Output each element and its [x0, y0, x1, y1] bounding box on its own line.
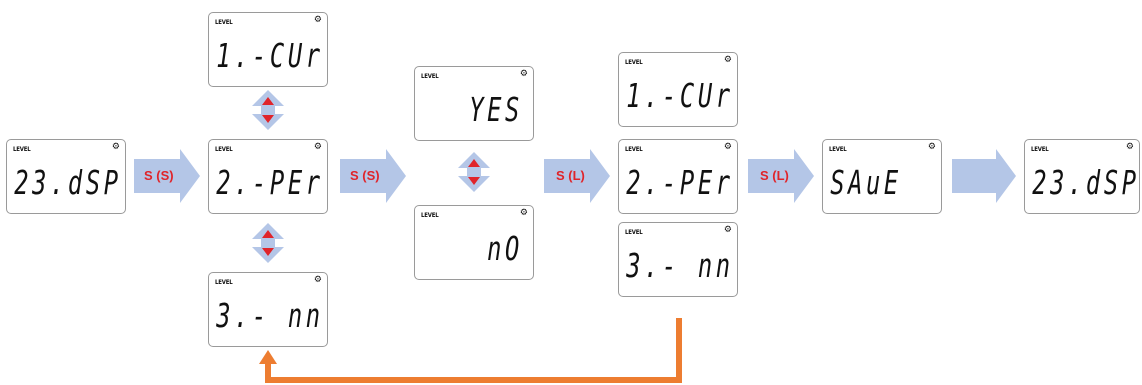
- gear-icon: ⚙: [927, 142, 936, 152]
- arrow-label-long-press: S (L): [556, 168, 585, 183]
- arrow-label-long-press: S (L): [760, 168, 789, 183]
- gear-icon: ⚙: [519, 69, 528, 79]
- level-indicator: LEVEL: [625, 146, 643, 153]
- up-down-arrow-icon: [252, 223, 284, 263]
- lcd-display-2-per-b: LEVEL ⚙ 2.-PEr: [618, 139, 738, 214]
- gear-icon: ⚙: [519, 208, 528, 218]
- lcd-display-23dsp-start: LEVEL ⚙ 23.dSP: [6, 139, 126, 214]
- level-indicator: LEVEL: [215, 279, 233, 286]
- flow-arrow-4: [748, 149, 814, 203]
- gear-icon: ⚙: [111, 142, 120, 152]
- flow-arrow-1: [134, 149, 200, 203]
- lcd-display-save: LEVEL ⚙ SAuE: [822, 139, 942, 214]
- arrow-label-short-press: S (S): [144, 168, 174, 183]
- gear-icon: ⚙: [313, 15, 322, 25]
- level-indicator: LEVEL: [215, 146, 233, 153]
- lcd-display-yes: LEVEL ⚙ YES: [414, 66, 534, 141]
- gear-icon: ⚙: [313, 275, 322, 285]
- level-indicator: LEVEL: [829, 146, 847, 153]
- level-indicator: LEVEL: [625, 229, 643, 236]
- lcd-display-1-cur-b: LEVEL ⚙ 1.-CUr: [618, 52, 738, 127]
- flow-arrow-2: [340, 149, 406, 203]
- lcd-display-1-cur: LEVEL ⚙ 1.-CUr: [208, 12, 328, 87]
- gear-icon: ⚙: [313, 142, 322, 152]
- segment-readout: YES: [469, 90, 523, 129]
- flow-arrow-3: [544, 149, 610, 203]
- flow-arrow-5: [952, 149, 1016, 203]
- lcd-display-no: LEVEL ⚙ nO: [414, 205, 534, 280]
- level-indicator: LEVEL: [625, 59, 643, 66]
- gear-icon: ⚙: [723, 225, 732, 235]
- return-arrow: [259, 318, 682, 383]
- level-indicator: LEVEL: [421, 212, 439, 219]
- lcd-display-3-nn: LEVEL ⚙ 3.- nn: [208, 272, 328, 347]
- up-down-arrow-icon: [252, 90, 284, 130]
- gear-icon: ⚙: [723, 55, 732, 65]
- level-indicator: LEVEL: [1031, 146, 1049, 153]
- up-down-arrow-icon: [458, 152, 490, 192]
- lcd-display-3-nn-b: LEVEL ⚙ 3.- nn: [618, 222, 738, 297]
- gear-icon: ⚙: [1125, 142, 1134, 152]
- gear-icon: ⚙: [723, 142, 732, 152]
- level-indicator: LEVEL: [421, 73, 439, 80]
- level-indicator: LEVEL: [215, 19, 233, 26]
- lcd-display-2-per: LEVEL ⚙ 2.-PEr: [208, 139, 328, 214]
- arrow-label-short-press: S (S): [350, 168, 380, 183]
- lcd-display-23dsp-end: LEVEL ⚙ 23.dSP: [1024, 139, 1140, 214]
- segment-readout: nO: [487, 229, 523, 268]
- segment-readout: SAuE: [830, 163, 902, 202]
- level-indicator: LEVEL: [13, 146, 31, 153]
